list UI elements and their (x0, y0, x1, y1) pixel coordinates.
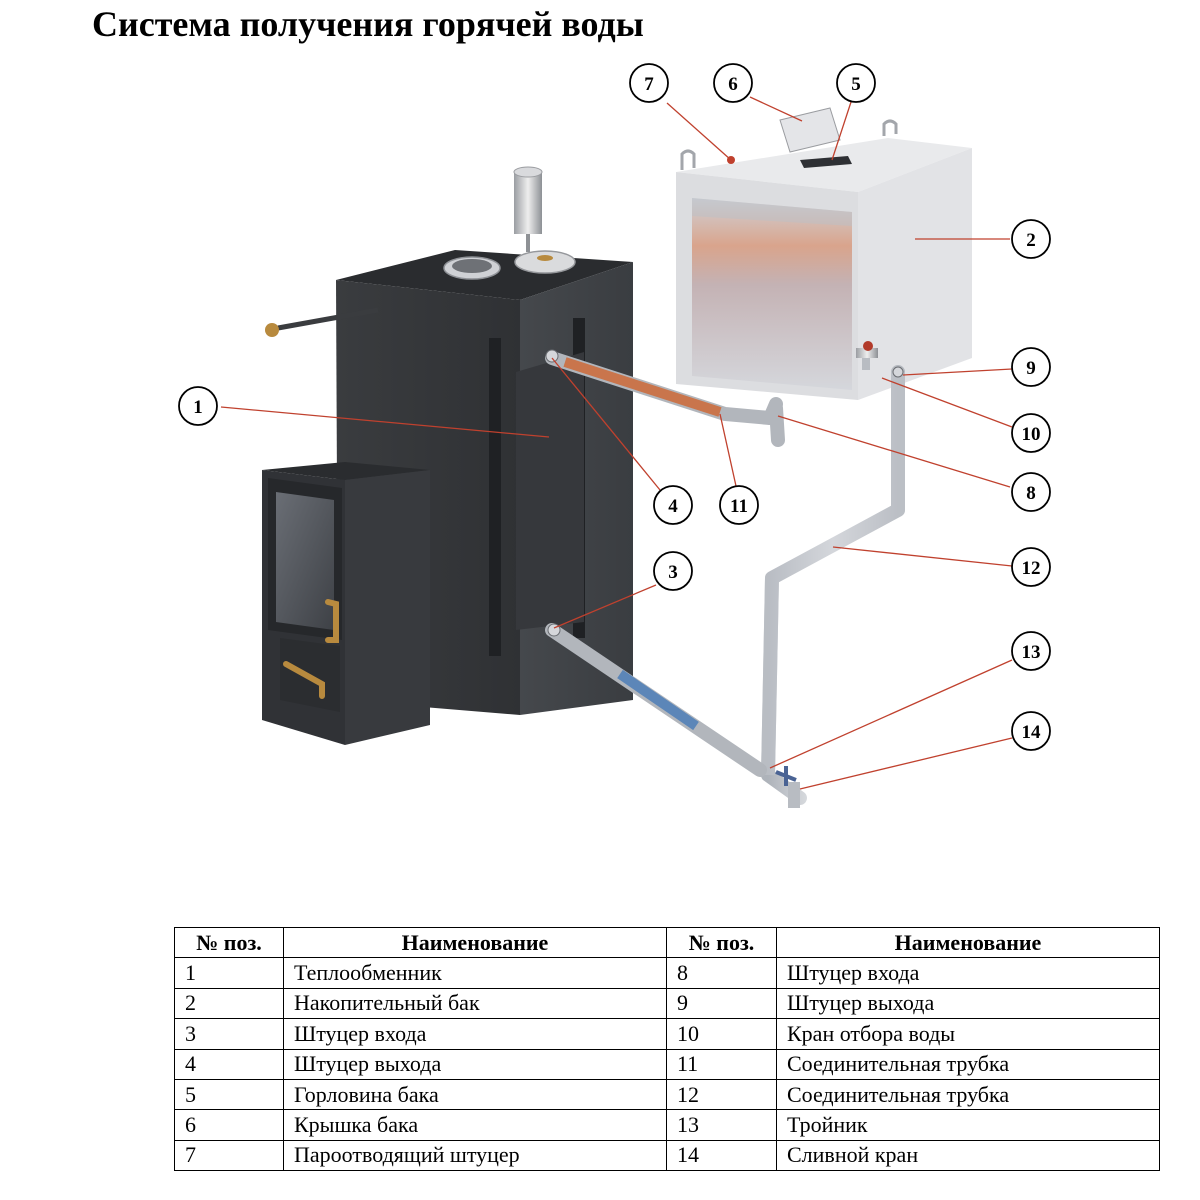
svg-text:13: 13 (1022, 642, 1041, 663)
svg-text:8: 8 (1026, 483, 1036, 504)
name-cell: Штуцер входа (283, 1018, 667, 1050)
table-row: 2 Накопительный бак 9 Штуцер выхода (174, 987, 1160, 1020)
name-cell: Пароотводящий штуцер (283, 1139, 667, 1172)
header-name-1: Наименование (283, 926, 667, 959)
pos-cell: 10 (666, 1018, 777, 1050)
pos-cell: 12 (666, 1078, 777, 1111)
header-pos-2: № поз. (666, 926, 777, 959)
svg-text:10: 10 (1022, 424, 1041, 445)
table-row: 6 Крышка бака 13 Тройник (174, 1109, 1160, 1141)
table-row: 1 Теплообменник 8 Штуцер входа (174, 957, 1160, 989)
water-tank (676, 107, 972, 400)
name-cell: Штуцер входа (776, 957, 1160, 989)
pos-cell: 6 (174, 1109, 284, 1141)
svg-text:6: 6 (728, 74, 738, 95)
table-row: 5 Горловина бака 12 Соединительная трубк… (174, 1078, 1160, 1111)
svg-text:7: 7 (644, 74, 654, 95)
leader-lines (220, 96, 1013, 790)
pipes (545, 349, 905, 808)
name-cell: Штуцер выхода (776, 987, 1160, 1020)
pos-cell: 11 (666, 1048, 777, 1080)
table-row: 4 Штуцер выхода 11 Соединительная трубка (174, 1048, 1160, 1080)
name-cell: Теплообменник (283, 957, 667, 989)
name-cell: Кран отбора воды (776, 1018, 1160, 1050)
name-cell: Крышка бака (283, 1109, 667, 1141)
table-row: 7 Пароотводящий штуцер 14 Сливной кран (174, 1139, 1160, 1172)
table-header-row: № поз. Наименование № поз. Наименование (174, 926, 1160, 959)
pos-cell: 4 (174, 1048, 284, 1080)
pos-cell: 1 (174, 957, 284, 989)
callout-4: 4 (653, 485, 693, 525)
callout-5: 5 (836, 63, 876, 103)
callout-9: 9 (1011, 347, 1051, 387)
water-heating-diagram: 1 2 3 4 5 6 7 8 9 10 11 12 13 14 (178, 63, 1051, 808)
callout-12: 12 (1011, 547, 1051, 587)
name-cell: Накопительный бак (283, 987, 667, 1020)
svg-text:9: 9 (1026, 358, 1036, 379)
callouts: 1 2 3 4 5 6 7 8 9 10 11 12 13 14 (178, 63, 1051, 751)
header-pos-1: № поз. (174, 926, 284, 959)
callout-8: 8 (1011, 472, 1051, 512)
svg-text:4: 4 (668, 496, 678, 517)
pos-cell: 3 (174, 1018, 284, 1050)
name-cell: Сливной кран (776, 1139, 1160, 1172)
callout-13: 13 (1011, 631, 1051, 671)
callout-11: 11 (719, 485, 759, 525)
callout-1: 1 (178, 386, 218, 426)
name-cell: Штуцер выхода (283, 1048, 667, 1080)
svg-text:2: 2 (1026, 230, 1036, 251)
svg-text:3: 3 (668, 562, 678, 583)
pos-cell: 14 (666, 1139, 777, 1172)
table-row: 3 Штуцер входа 10 Кран отбора воды (174, 1018, 1160, 1050)
page-title: Система получения горячей воды (92, 4, 644, 44)
stove (262, 166, 633, 745)
callout-14: 14 (1011, 711, 1051, 751)
svg-text:5: 5 (851, 74, 861, 95)
callout-7: 7 (629, 63, 669, 103)
pos-cell: 8 (666, 957, 777, 989)
pos-cell: 9 (666, 987, 777, 1020)
svg-text:1: 1 (193, 397, 203, 418)
pos-cell: 13 (666, 1109, 777, 1141)
header-name-2: Наименование (776, 926, 1160, 959)
svg-text:14: 14 (1022, 722, 1042, 743)
name-cell: Соединительная трубка (776, 1078, 1160, 1111)
callout-6: 6 (713, 63, 753, 103)
svg-text:11: 11 (730, 496, 748, 517)
pos-cell: 5 (174, 1078, 284, 1111)
pos-cell: 7 (174, 1139, 284, 1172)
callout-2: 2 (1011, 219, 1051, 259)
callout-10: 10 (1011, 413, 1051, 453)
svg-text:12: 12 (1022, 558, 1041, 579)
pos-cell: 2 (174, 987, 284, 1020)
name-cell: Горловина бака (283, 1078, 667, 1111)
parts-table: № поз. Наименование № поз. Наименование … (174, 926, 1160, 1172)
name-cell: Тройник (776, 1109, 1160, 1141)
name-cell: Соединительная трубка (776, 1048, 1160, 1080)
callout-3: 3 (653, 551, 693, 591)
